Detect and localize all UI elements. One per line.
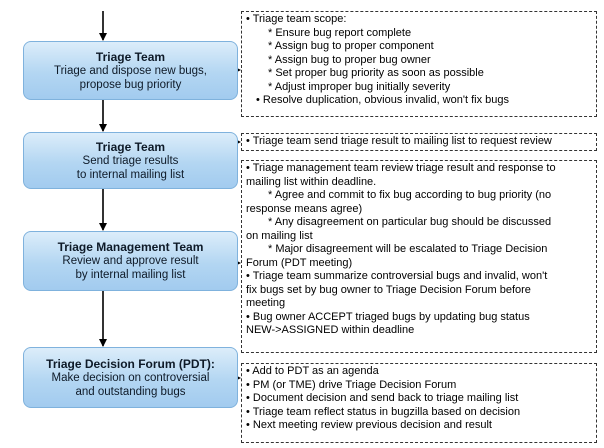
note-line: fix bugs set by bug owner to Triage Deci… <box>246 283 531 296</box>
box-line: Triage and dispose new bugs, <box>53 64 207 77</box>
note-line: • Triage team summarize controversial bu… <box>246 270 548 282</box>
note-item: • Document decision and send back to tri… <box>246 392 519 404</box>
note-header: • Triage team scope: <box>246 13 347 25</box>
note-item: * Set proper bug priority as soon as pos… <box>268 67 484 79</box>
note-item: * Assign bug to proper bug owner <box>268 53 431 66</box>
triage-team-box: Triage Team Triage and dispose new bugs,… <box>23 41 238 100</box>
note-line: NEW->ASSIGNED within deadline <box>246 324 415 336</box>
triage-decision-forum-box: Triage Decision Forum (PDT): Make decisi… <box>23 347 238 408</box>
note-item: * Adjust improper bug initially severity <box>268 80 451 93</box>
note-line: on mailing list <box>246 229 313 242</box>
note-line: Forum (PDT meeting) <box>246 256 353 269</box>
management-review-note: • Triage management team review triage r… <box>241 160 597 353</box>
decision-forum-note: • Add to PDT as an agenda • PM (or TME) … <box>241 363 597 443</box>
note-item: • Next meeting review previous decision … <box>246 419 492 431</box>
box-line: Send triage results <box>82 154 179 167</box>
send-result-note: • Triage team send triage result to mail… <box>241 133 597 151</box>
box-line: to internal mailing list <box>76 168 185 181</box>
note-item: • Add to PDT as an agenda <box>246 365 379 377</box>
note-line: * Major disagreement will be escalated t… <box>268 243 548 255</box>
note-line: * Any disagreement on particular bug sho… <box>268 216 552 228</box>
note-line: meeting <box>246 297 286 309</box>
box-title: Triage Team <box>95 139 166 154</box>
box-title: Triage Decision Forum (PDT): <box>46 356 215 371</box>
note-line: • Bug owner ACCEPT triaged bugs by updat… <box>246 310 530 323</box>
triage-team-send-box: Triage Team Send triage results to inter… <box>23 132 238 189</box>
box-line: propose bug priority <box>79 78 182 91</box>
triage-scope-note: • Triage team scope: * Ensure bug report… <box>241 11 597 117</box>
note-line: * Agree and commit to fix bug according … <box>268 189 552 201</box>
box-title: Triage Team <box>95 49 166 64</box>
box-line: and outstanding bugs <box>75 385 186 398</box>
box-line: by internal mailing list <box>75 269 186 281</box>
note-line: response means agree) <box>246 202 363 215</box>
note-item: • Resolve duplication, obvious invalid, … <box>256 94 509 106</box>
note-text: • Triage team send triage result to mail… <box>246 135 552 147</box>
box-title: Triage Management Team <box>57 240 204 254</box>
box-line: Make decision on controversial <box>51 371 210 384</box>
triage-management-team-box: Triage Management Team Review and approv… <box>23 231 238 291</box>
note-line: mailing list within deadline. <box>246 175 377 188</box>
box-line: Review and approve result <box>62 255 199 267</box>
note-item: • PM (or TME) drive Triage Decision Foru… <box>246 378 457 391</box>
note-item: * Ensure bug report complete <box>268 26 412 39</box>
note-item: • Triage team reflect status in bugzilla… <box>246 405 521 418</box>
note-line: • Triage management team review triage r… <box>246 162 556 174</box>
note-item: * Assign bug to proper component <box>268 40 434 52</box>
